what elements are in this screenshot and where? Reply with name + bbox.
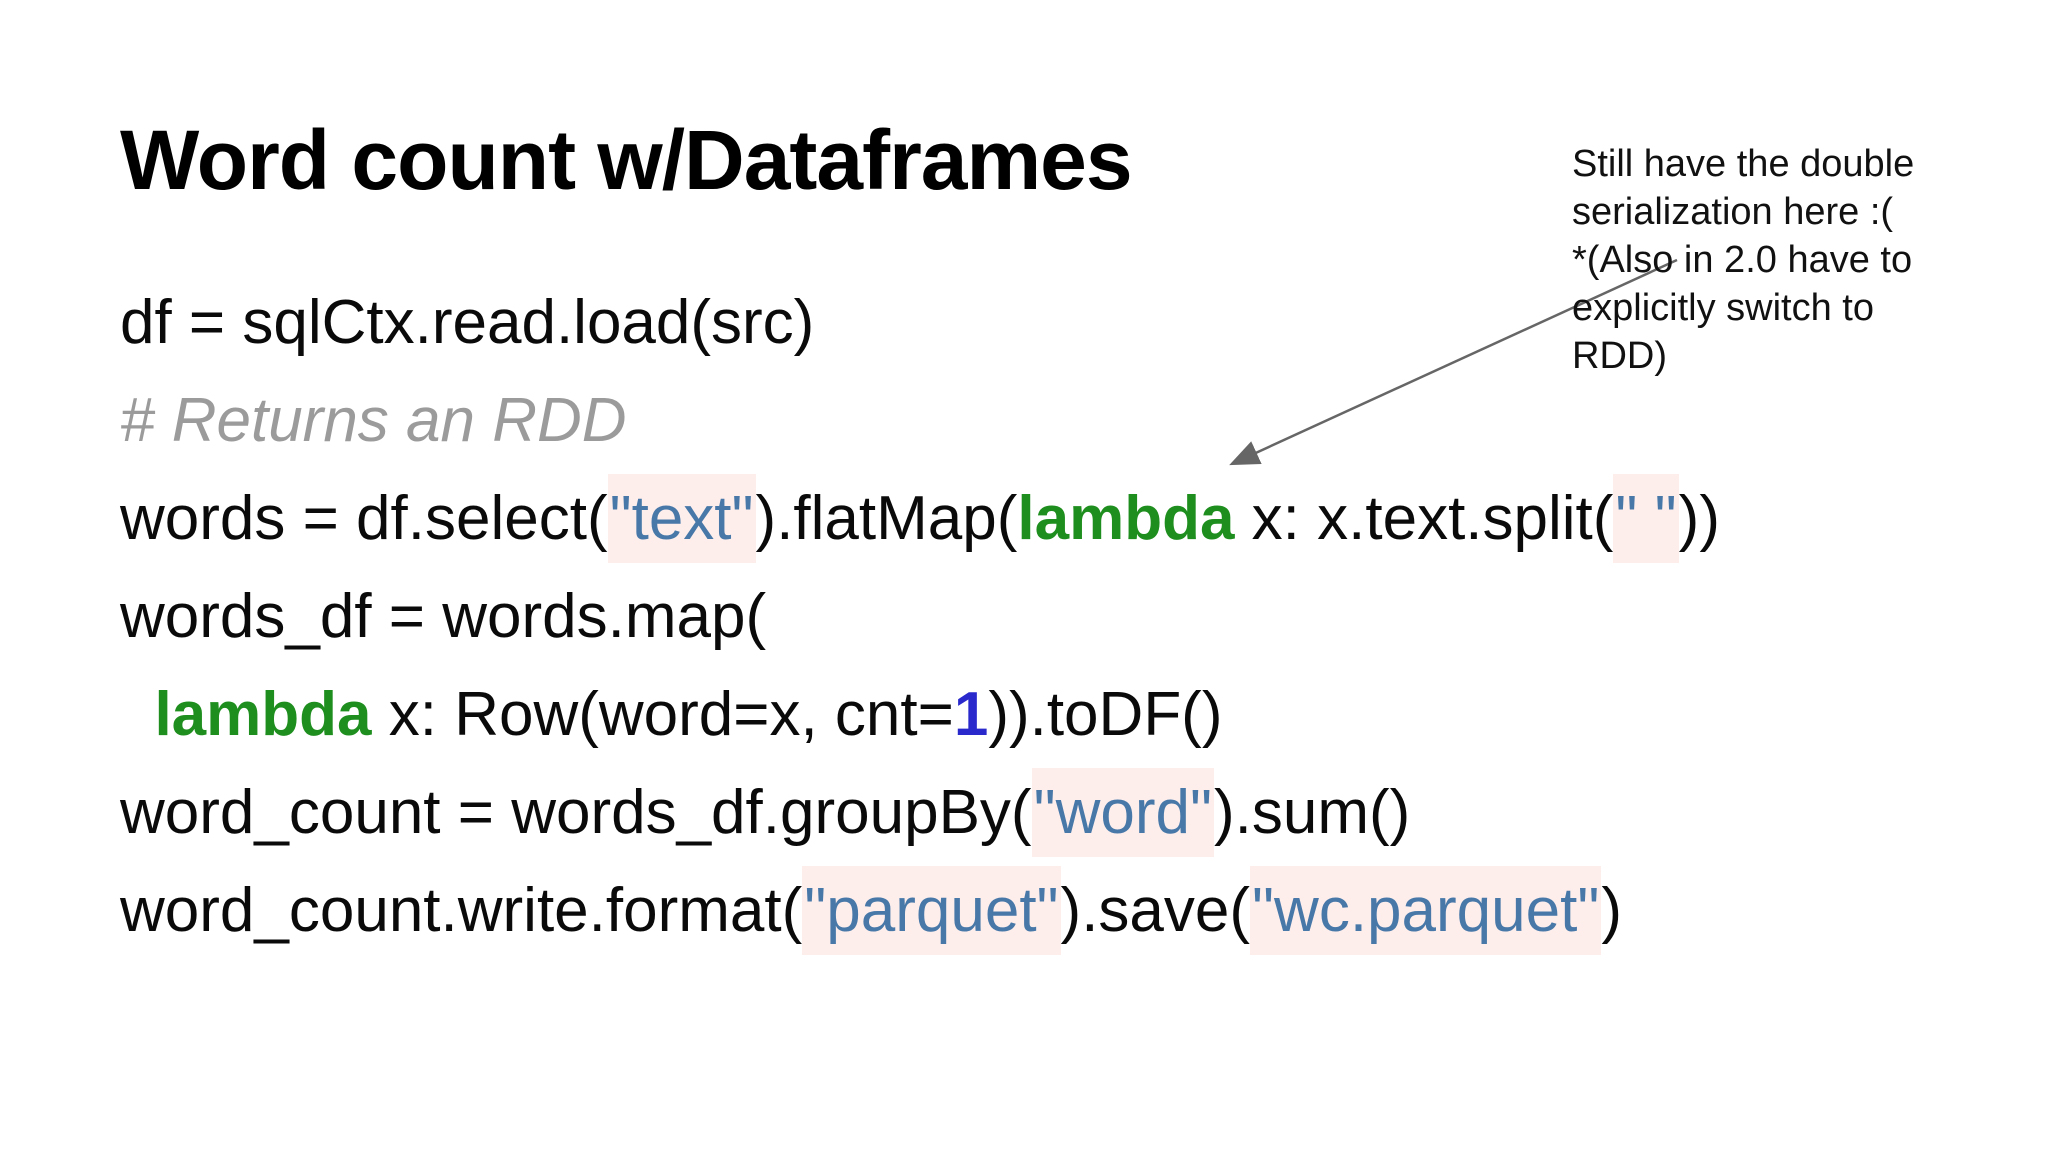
annotation-line: RDD) bbox=[1572, 335, 1667, 377]
code-line: lambda x: Row(word=x, cnt=1)).toDF() bbox=[120, 666, 1720, 764]
code-token-plain: ).sum() bbox=[1213, 778, 1411, 847]
code-token-plain: ).save( bbox=[1060, 876, 1251, 945]
code-token-plain: words_df = words.map( bbox=[120, 582, 767, 651]
annotation-line: *(Also in 2.0 have to bbox=[1572, 239, 1913, 281]
code-token-string: "parquet" bbox=[802, 866, 1061, 955]
code-token-plain: x: Row(word=x, cnt= bbox=[371, 680, 954, 749]
code-token-plain: word_count = words_df.groupBy( bbox=[120, 778, 1032, 847]
annotation-line: serialization here :( bbox=[1572, 191, 1894, 233]
code-token-plain: word_count.write.format( bbox=[120, 876, 803, 945]
code-token-plain: )).toDF() bbox=[988, 680, 1223, 749]
code-block: df = sqlCtx.read.load(src) # Returns an R… bbox=[120, 274, 1720, 960]
code-token-plain: df = sqlCtx.read.load(src) bbox=[120, 288, 815, 357]
code-line: word_count = words_df.groupBy("word").su… bbox=[120, 764, 1720, 862]
code-line: # Returns an RDD bbox=[120, 372, 1720, 470]
slide-title: Word count w/Dataframes bbox=[120, 113, 1133, 207]
code-token-string: "text" bbox=[607, 474, 756, 563]
code-token-string: "wc.parquet" bbox=[1250, 866, 1602, 955]
code-token-plain: words = df.select( bbox=[120, 484, 608, 553]
code-token-keyword: lambda bbox=[1017, 484, 1235, 553]
annotation-line: explicitly switch to bbox=[1572, 287, 1874, 329]
code-token-plain: ).flatMap( bbox=[755, 484, 1018, 553]
code-line: word_count.write.format("parquet").save(… bbox=[120, 862, 1720, 960]
code-token-plain: ) bbox=[1601, 876, 1622, 945]
annotation-line: Still have the double bbox=[1572, 143, 1915, 185]
code-token-string: " " bbox=[1613, 474, 1679, 563]
code-token-keyword: lambda bbox=[154, 680, 372, 749]
code-token-plain: )) bbox=[1678, 484, 1720, 553]
code-line: words = df.select("text").flatMap(lambda… bbox=[120, 470, 1720, 568]
code-token-string: "word" bbox=[1031, 768, 1214, 857]
annotation-note: Still have the double serialization here … bbox=[1572, 140, 1992, 380]
code-line: words_df = words.map( bbox=[120, 568, 1720, 666]
code-token-number: 1 bbox=[953, 680, 989, 749]
code-token-comment: # Returns an RDD bbox=[120, 386, 627, 455]
code-token-plain bbox=[120, 680, 154, 749]
code-line: df = sqlCtx.read.load(src) bbox=[120, 274, 1720, 372]
code-token-plain: x: x.text.split( bbox=[1234, 484, 1614, 553]
